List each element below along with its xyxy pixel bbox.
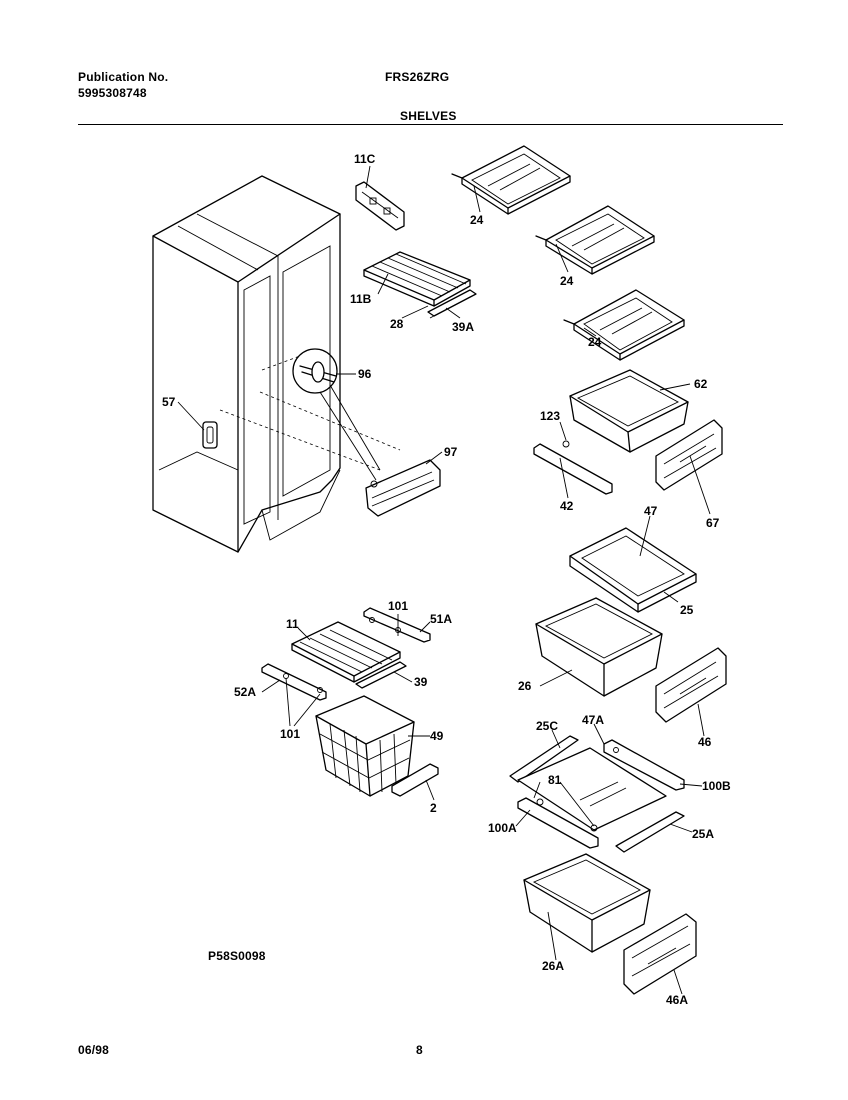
callout-57: 57 xyxy=(162,395,176,409)
part-96-drawing xyxy=(292,348,381,481)
callout-25C: 25C xyxy=(536,719,558,733)
part-11C-drawing xyxy=(355,181,405,231)
section-title: SHELVES xyxy=(400,109,457,123)
callout-39A: 39A xyxy=(452,320,474,334)
part-52A-drawing xyxy=(261,663,327,701)
part-39-drawing xyxy=(355,661,407,689)
part-26-drawing xyxy=(535,597,663,697)
callout-81: 81 xyxy=(548,773,562,787)
page-number: 8 xyxy=(416,1043,423,1057)
callout-labels: 11C 24 24 24 11B 28 39A 96 57 62 123 97 … xyxy=(162,152,731,1007)
part-47-drawing xyxy=(569,527,697,613)
callout-28: 28 xyxy=(390,317,404,331)
leader-lines xyxy=(177,165,711,995)
callout-49: 49 xyxy=(430,729,444,743)
header-rule xyxy=(78,124,783,125)
callout-101-lower: 101 xyxy=(280,727,300,741)
callout-24-middle: 24 xyxy=(560,274,574,288)
callout-100B: 100B xyxy=(702,779,731,793)
part-25C-drawing xyxy=(509,735,579,783)
part-100A-drawing xyxy=(517,797,599,849)
part-11B-drawing xyxy=(363,251,471,307)
part-51A-drawing xyxy=(363,607,431,643)
shelf-24-top-drawing xyxy=(451,145,571,215)
callout-11B: 11B xyxy=(350,292,372,306)
callout-46: 46 xyxy=(698,735,712,749)
part-57-drawing xyxy=(202,421,218,449)
figure-code: P58S0098 xyxy=(208,949,266,963)
part-11-drawing xyxy=(291,621,401,683)
shelf-24-bottom-drawing xyxy=(563,289,685,361)
shelf-24-middle-drawing xyxy=(535,205,655,275)
model-number: FRS26ZRG xyxy=(385,70,450,84)
publication-label: Publication No. xyxy=(78,70,169,84)
part-97-drawing xyxy=(365,459,441,517)
part-67-drawing xyxy=(655,419,723,491)
callout-26A: 26A xyxy=(542,959,564,973)
callout-96: 96 xyxy=(358,367,372,381)
callout-47: 47 xyxy=(644,504,658,518)
part-42-drawing xyxy=(533,440,613,495)
part-100B-drawing xyxy=(603,739,685,791)
part-47A-drawing xyxy=(517,747,667,831)
callout-24-top: 24 xyxy=(470,213,484,227)
cabinet-drawing xyxy=(152,175,401,553)
callout-52A: 52A xyxy=(234,685,256,699)
publication-number: 5995308748 xyxy=(78,86,147,100)
callout-39: 39 xyxy=(414,675,428,689)
part-25A-drawing xyxy=(615,811,685,853)
callout-25: 25 xyxy=(680,603,694,617)
callout-62: 62 xyxy=(694,377,708,391)
callout-11: 11 xyxy=(286,617,299,631)
callout-100A: 100A xyxy=(488,821,517,835)
callout-25A: 25A xyxy=(692,827,714,841)
callout-26: 26 xyxy=(518,679,532,693)
part-46A-drawing xyxy=(623,913,697,995)
callout-123: 123 xyxy=(540,409,560,423)
callout-67: 67 xyxy=(706,516,720,530)
callout-24-bottom: 24 xyxy=(588,335,602,349)
callout-2: 2 xyxy=(430,801,437,815)
part-49-drawing xyxy=(315,695,415,797)
callout-42: 42 xyxy=(560,499,574,513)
callout-46A: 46A xyxy=(666,993,688,1007)
callout-101-upper: 101 xyxy=(388,599,408,613)
part-62-drawing xyxy=(569,369,689,453)
part-2-drawing xyxy=(391,763,439,797)
callout-11C: 11C xyxy=(354,152,376,166)
part-26A-drawing xyxy=(523,853,651,953)
callout-51A: 51A xyxy=(430,612,452,626)
part-46-drawing xyxy=(655,647,727,723)
footer-date: 06/98 xyxy=(78,1043,110,1057)
callout-97: 97 xyxy=(444,445,458,459)
callout-47A: 47A xyxy=(582,713,604,727)
part-39A-drawing xyxy=(427,289,477,319)
